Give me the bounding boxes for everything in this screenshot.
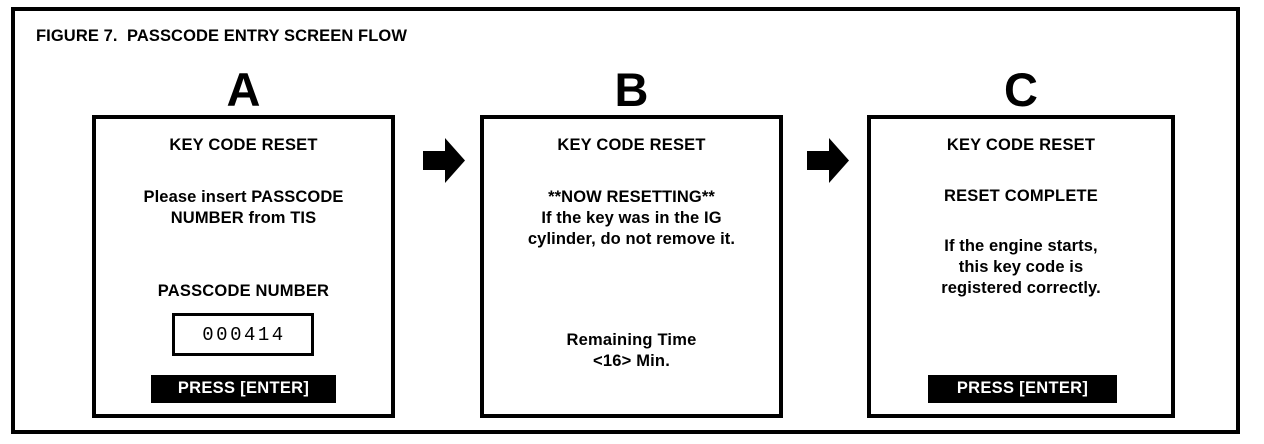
panel-c-screen-title: KEY CODE RESET bbox=[946, 136, 1096, 154]
panel-c-status: RESET COMPLETE bbox=[943, 187, 1099, 205]
panel-c-letter: C bbox=[1004, 63, 1038, 116]
panel-c-message: If the engine starts, this key code is r… bbox=[941, 237, 1101, 297]
figure-title: FIGURE 7. PASSCODE ENTRY SCREEN FLOW bbox=[36, 27, 408, 45]
panel-a-field-label: PASSCODE NUMBER bbox=[157, 282, 330, 300]
panel-b-screen: KEY CODE RESET **NOW RESETTING** If the … bbox=[480, 115, 783, 418]
panel-a: A KEY CODE RESET Please insert PASSCODE … bbox=[92, 66, 395, 418]
panel-b-remaining-time-label: Remaining Time bbox=[566, 331, 697, 349]
press-enter-button-c[interactable]: PRESS [ENTER] bbox=[928, 375, 1117, 403]
panel-b: B KEY CODE RESET **NOW RESETTING** If th… bbox=[480, 66, 783, 418]
figure-frame: FIGURE 7. PASSCODE ENTRY SCREEN FLOW A K… bbox=[11, 7, 1240, 434]
panel-a-letter: A bbox=[226, 63, 261, 116]
panel-c-screen: KEY CODE RESET RESET COMPLETE If the eng… bbox=[867, 115, 1175, 418]
panel-b-screen-title: KEY CODE RESET bbox=[557, 136, 706, 154]
panel-b-message: **NOW RESETTING** If the key was in the … bbox=[527, 188, 736, 248]
panel-a-screen-title: KEY CODE RESET bbox=[169, 136, 318, 154]
passcode-number-input[interactable]: 000414 bbox=[172, 313, 314, 356]
screen-flow-diagram: A KEY CODE RESET Please insert PASSCODE … bbox=[15, 11, 1236, 430]
arrow-right-icon-bc bbox=[807, 138, 849, 183]
arrow-right-icon-ab bbox=[423, 138, 465, 183]
panel-a-screen: KEY CODE RESET Please insert PASSCODE NU… bbox=[92, 115, 395, 418]
panel-c: C KEY CODE RESET RESET COMPLETE If the e… bbox=[867, 66, 1175, 418]
panel-b-remaining-time-value: <16> Min. bbox=[592, 352, 670, 370]
press-enter-button-a[interactable]: PRESS [ENTER] bbox=[151, 375, 336, 403]
panel-a-message: Please insert PASSCODE NUMBER from TIS bbox=[143, 188, 344, 227]
passcode-number-value: 000414 bbox=[202, 323, 286, 346]
panel-b-letter: B bbox=[614, 63, 649, 116]
